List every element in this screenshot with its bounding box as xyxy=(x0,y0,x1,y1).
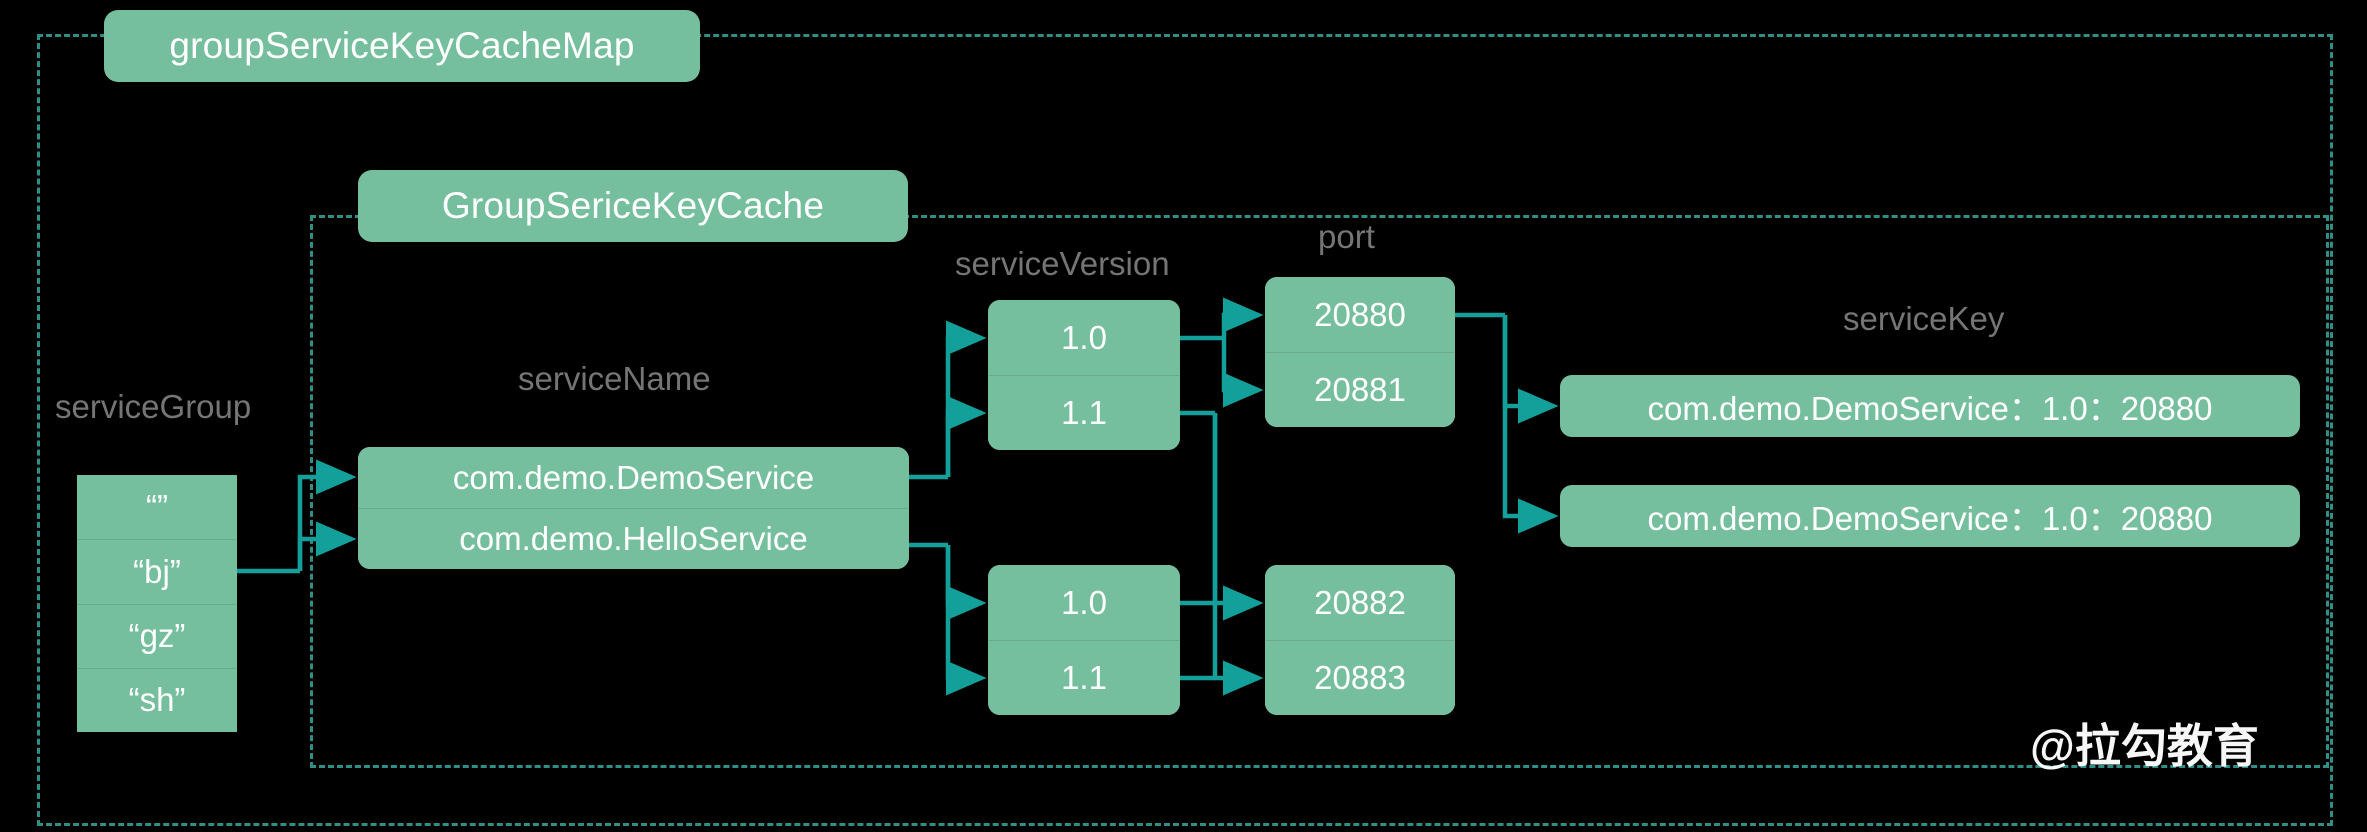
caption-service-name: serviceName xyxy=(518,360,711,397)
port-cell: 20880 xyxy=(1265,277,1455,352)
service-group-cell: “sh” xyxy=(77,667,237,732)
service-version-cell: 1.1 xyxy=(988,640,1180,715)
port-stack-bottom: 20882 20883 xyxy=(1265,565,1455,715)
title-group-serice-key-cache: GroupSericeKeyCache xyxy=(358,170,908,242)
service-version-cell: 1.1 xyxy=(988,375,1180,450)
service-name-stack: com.demo.DemoService com.demo.HelloServi… xyxy=(358,447,909,569)
service-key-box: com.demo.DemoService：1.0：20880 xyxy=(1560,485,2300,547)
caption-service-group: serviceGroup xyxy=(55,388,252,425)
port-cell: 20882 xyxy=(1265,565,1455,640)
port-cell: 20881 xyxy=(1265,352,1455,427)
service-version-cell: 1.0 xyxy=(988,565,1180,640)
service-version-stack-bottom: 1.0 1.1 xyxy=(988,565,1180,715)
title-group-service-key-cache-map: groupServiceKeyCacheMap xyxy=(104,10,700,82)
service-name-cell: com.demo.DemoService xyxy=(358,447,909,508)
caption-service-version: serviceVersion xyxy=(955,245,1170,282)
service-name-cell: com.demo.HelloService xyxy=(358,508,909,569)
service-group-cell: “bj” xyxy=(77,539,237,604)
service-key-box: com.demo.DemoService：1.0：20880 xyxy=(1560,375,2300,437)
service-group-stack: “” “bj” “gz” “sh” xyxy=(77,475,237,732)
service-version-stack-top: 1.0 1.1 xyxy=(988,300,1180,450)
service-version-cell: 1.0 xyxy=(988,300,1180,375)
port-cell: 20883 xyxy=(1265,640,1455,715)
port-stack-top: 20880 20881 xyxy=(1265,277,1455,427)
caption-port: port xyxy=(1318,218,1375,255)
service-group-cell: “gz” xyxy=(77,603,237,668)
caption-service-key: serviceKey xyxy=(1843,300,2005,337)
service-group-cell: “” xyxy=(77,475,237,540)
watermark: @拉勾教育 xyxy=(2030,720,2259,772)
outer-boundary-group-service-key-cache-map xyxy=(37,34,2333,826)
